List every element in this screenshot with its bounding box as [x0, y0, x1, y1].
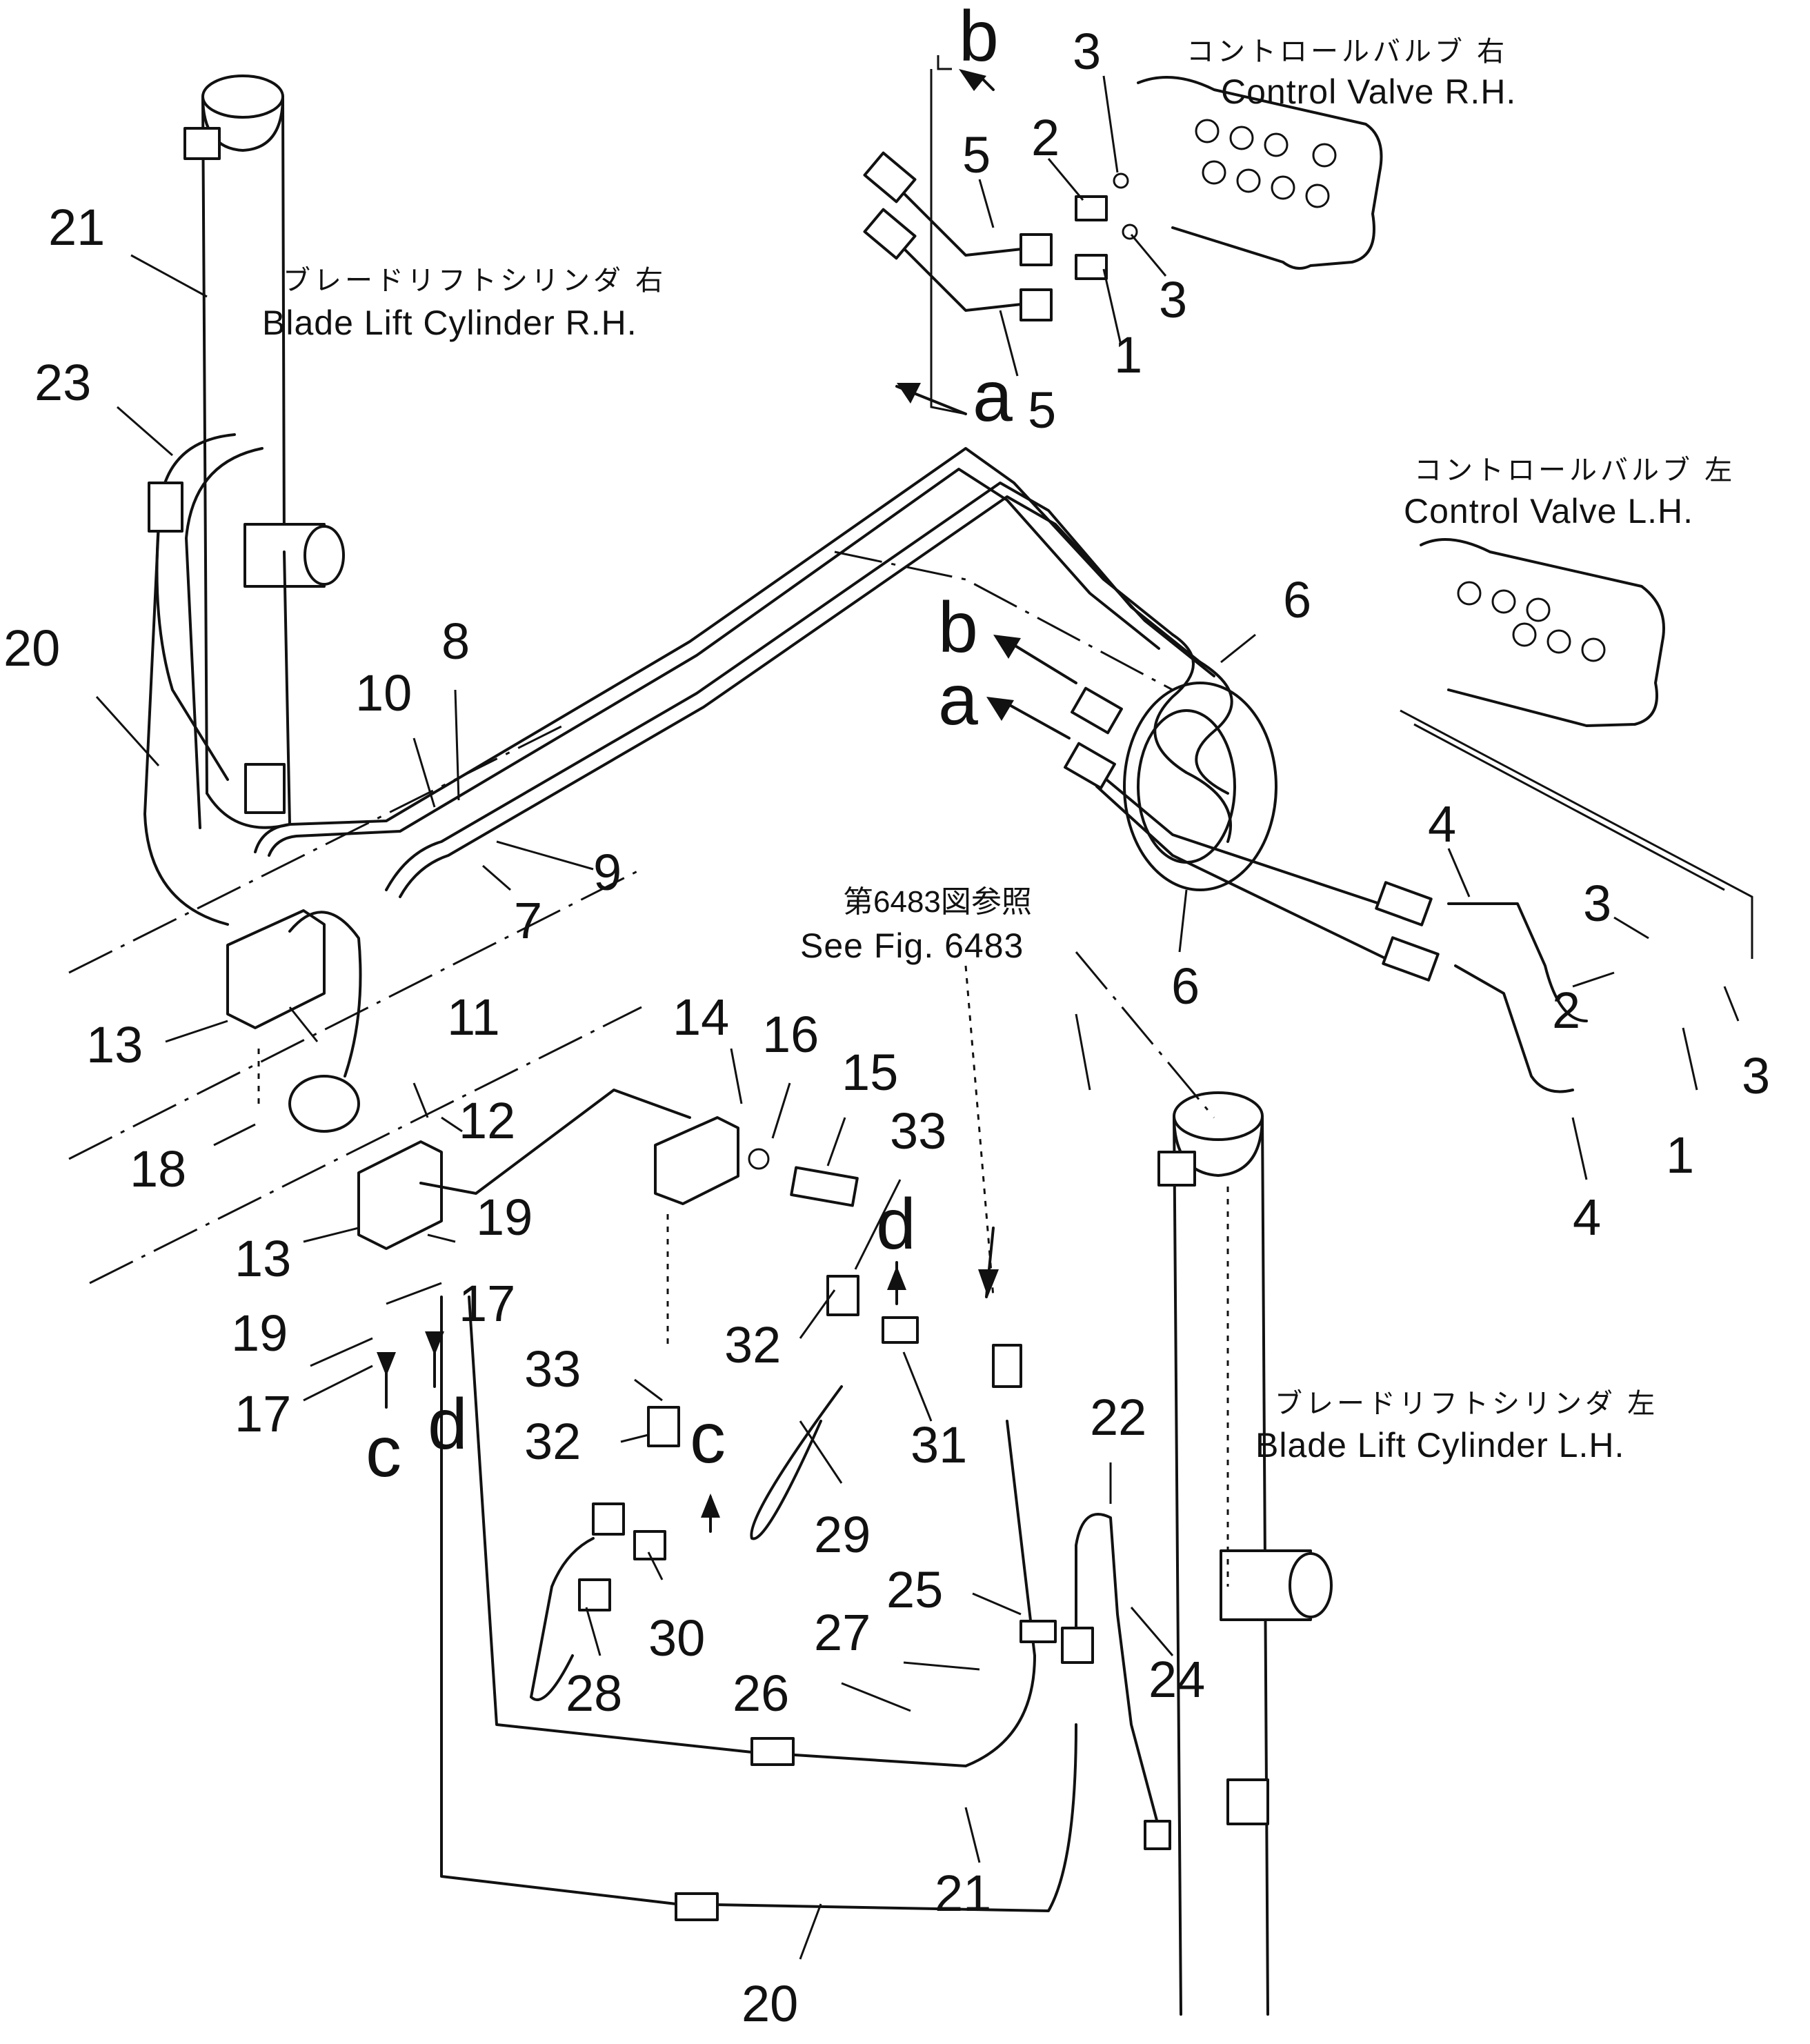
part-label-19: 19 [231, 1304, 288, 1362]
part-label-21: 21 [935, 1865, 991, 1922]
part-label-32: 32 [524, 1413, 581, 1470]
guide-lines [68, 55, 1753, 1587]
part-label-29: 29 [814, 1506, 871, 1563]
tag-d-left: d [428, 1385, 468, 1465]
leader-lines [95, 75, 1740, 1960]
part-label-17: 17 [459, 1275, 515, 1332]
center-fittings [530, 1275, 919, 1701]
cylinder-rh-jp-label: ブレードリフトシリンダ 右 [283, 266, 666, 296]
part-label-25: 25 [886, 1561, 943, 1618]
part-label-8: 8 [441, 613, 470, 670]
part-label-13: 13 [86, 1016, 143, 1073]
steel-pipe-bundle [254, 447, 1277, 898]
part-label-2: 2 [1552, 982, 1580, 1039]
part-label-5: 5 [1028, 381, 1056, 439]
hose-22-and-clamps [1020, 1513, 1171, 1850]
part-label-31: 31 [911, 1416, 967, 1474]
part-label-33: 33 [524, 1340, 581, 1398]
tag-c-left: c [366, 1412, 401, 1492]
hoses-to-control-valve-lh [1064, 686, 1588, 1093]
part-label-17: 17 [235, 1385, 291, 1442]
control-valve-rh [1137, 76, 1383, 270]
part-label-6: 6 [1283, 571, 1311, 628]
control-valve-rh-jp-label: コントロールバルブ 右 [1186, 37, 1508, 67]
part-label-11: 11 [447, 989, 500, 1046]
part-label-3: 3 [1583, 875, 1611, 932]
part-label-20: 20 [742, 1975, 798, 2032]
cylinder-rh-en-label: Blade Lift Cylinder R.H. [262, 304, 637, 342]
part-label-3: 3 [1742, 1047, 1770, 1104]
tag-a-top: a [973, 357, 1013, 437]
see-fig-en-label: See Fig. 6483 [800, 926, 1024, 965]
part-label-1: 1 [1666, 1127, 1694, 1184]
part-label-32: 32 [724, 1316, 781, 1373]
control-valve-lh [1420, 538, 1665, 727]
part-label-3: 3 [1073, 23, 1101, 80]
part-label-13: 13 [235, 1230, 291, 1287]
lower-blocks [357, 1089, 859, 1250]
part-label-4: 4 [1428, 795, 1456, 853]
part-label-9: 9 [593, 844, 621, 901]
part-label-30: 30 [648, 1609, 705, 1667]
part-label-28: 28 [566, 1665, 622, 1722]
control-valve-rh-fittings [863, 151, 1138, 321]
part-label-15: 15 [842, 1044, 898, 1101]
tag-c-center: c [690, 1398, 726, 1478]
part-label-19: 19 [476, 1189, 533, 1246]
part-label-26: 26 [733, 1665, 789, 1722]
part-label-21: 21 [48, 199, 105, 256]
blade-lift-cylinder-rh [183, 75, 345, 829]
lower-hoses [440, 1296, 1077, 1921]
cylinder-lh-jp-label: ブレードリフトシリンダ 左 [1275, 1389, 1658, 1419]
control-valve-rh-en-label: Control Valve R.H. [1221, 72, 1516, 111]
part-label-12: 12 [459, 1092, 515, 1149]
part-label-33: 33 [890, 1102, 946, 1160]
cylinder-lh-en-label: Blade Lift Cylinder L.H. [1255, 1426, 1624, 1465]
tag-b-top: b [959, 0, 999, 77]
part-label-3: 3 [1159, 271, 1187, 328]
part-label-27: 27 [814, 1604, 871, 1661]
part-label-23: 23 [34, 354, 91, 411]
part-label-16: 16 [762, 1006, 819, 1063]
part-label-18: 18 [130, 1140, 186, 1198]
part-label-7: 7 [514, 892, 542, 949]
part-label-5: 5 [962, 126, 991, 183]
blade-lift-cylinder-lh [1157, 1091, 1333, 2016]
part-label-4: 4 [1573, 1189, 1601, 1246]
tag-a-middle: a [938, 660, 978, 740]
see-fig-jp-label: 第6483図参照 [843, 885, 1032, 919]
part-label-1: 1 [1114, 326, 1142, 384]
control-valve-lh-jp-label: コントロールバルブ 左 [1414, 455, 1736, 486]
tag-d-center: d [876, 1184, 916, 1264]
part-label-20: 20 [3, 619, 60, 677]
part-label-22: 22 [1090, 1389, 1146, 1446]
control-valve-lh-en-label: Control Valve L.H. [1404, 492, 1693, 530]
connection-arrows [377, 69, 1077, 1533]
tag-b-middle: b [938, 588, 978, 668]
part-label-14: 14 [673, 989, 729, 1046]
part-label-10: 10 [355, 664, 412, 722]
manifold-and-cylinder-hoses [143, 433, 362, 1133]
part-label-2: 2 [1031, 109, 1060, 166]
part-label-24: 24 [1148, 1651, 1205, 1708]
part-label-6: 6 [1171, 957, 1200, 1015]
